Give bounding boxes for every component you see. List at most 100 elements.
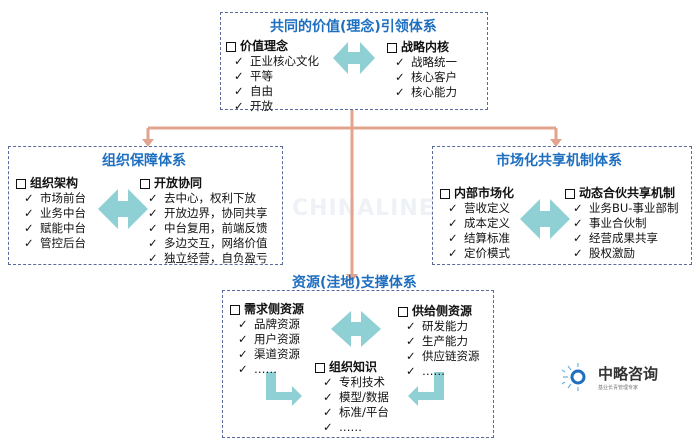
list-item: 业务中台 xyxy=(40,206,86,220)
list-item: 管控后台 xyxy=(40,236,86,250)
double-arrow-left xyxy=(98,189,148,229)
arrowhead-right xyxy=(550,139,562,147)
check-icon: ✓ xyxy=(24,191,34,205)
check-icon: ✓ xyxy=(448,246,458,260)
check-icon: ✓ xyxy=(24,206,34,220)
checkbox-icon xyxy=(387,42,397,53)
checkbox-icon xyxy=(16,178,26,189)
list-item: 赋能中台 xyxy=(40,221,86,235)
group-heading: 供给侧资源 xyxy=(412,304,473,318)
org-support-title: 组织保障体系 xyxy=(102,153,186,169)
list-item: 核心客户 xyxy=(411,70,457,84)
check-icon: ✓ xyxy=(395,70,405,84)
market-sharing-box xyxy=(432,146,692,265)
check-icon: ✓ xyxy=(234,54,244,68)
internal-market-group: 内部市场化 ✓营收定义 ✓成本定义 ✓结算标准 ✓定价模式 xyxy=(440,186,514,261)
checkbox-icon xyxy=(230,304,240,315)
group-heading: 开放协同 xyxy=(154,176,203,190)
list-item: 自由 xyxy=(250,84,273,98)
list-item: 品牌资源 xyxy=(254,317,300,331)
group-heading: 战略内核 xyxy=(401,40,450,54)
list-item: 经营成果共享 xyxy=(589,231,658,245)
list-item: 生产能力 xyxy=(422,334,468,348)
check-icon: ✓ xyxy=(148,251,158,265)
sunburst-logo-icon xyxy=(562,363,586,391)
list-item: 独立经营，自负盈亏 xyxy=(164,251,268,265)
list-item: 事业合伙制 xyxy=(589,216,647,230)
list-item: 中台复用，前端反馈 xyxy=(164,221,268,235)
checkbox-icon xyxy=(226,41,236,52)
check-icon: ✓ xyxy=(406,334,416,348)
check-icon: ✓ xyxy=(406,364,416,378)
check-icon: ✓ xyxy=(238,317,248,331)
list-item: 正业核心文化 xyxy=(250,54,319,68)
check-icon: ✓ xyxy=(234,99,244,113)
check-icon: ✓ xyxy=(238,347,248,361)
resource-support-box xyxy=(222,290,494,438)
checkbox-icon xyxy=(315,362,325,373)
watermark: CHINALINE xyxy=(292,196,435,221)
list-item: 多边交互，网络价值 xyxy=(164,236,268,250)
checkbox-icon xyxy=(140,178,150,189)
list-item: 营收定义 xyxy=(464,201,510,215)
value-system-box xyxy=(220,12,488,110)
check-icon: ✓ xyxy=(234,84,244,98)
check-icon: ✓ xyxy=(448,216,458,230)
list-item: …… xyxy=(422,364,445,378)
check-icon: ✓ xyxy=(448,201,458,215)
check-icon: ✓ xyxy=(573,231,583,245)
check-icon: ✓ xyxy=(24,236,34,250)
check-icon: ✓ xyxy=(234,69,244,83)
list-item: …… xyxy=(254,362,277,376)
check-icon: ✓ xyxy=(323,375,333,389)
list-item: 研发能力 xyxy=(422,319,468,333)
checkbox-icon xyxy=(398,306,408,317)
check-icon: ✓ xyxy=(148,206,158,220)
check-icon: ✓ xyxy=(323,405,333,419)
list-item: …… xyxy=(339,420,362,434)
check-icon: ✓ xyxy=(573,216,583,230)
check-icon: ✓ xyxy=(323,420,333,434)
check-icon: ✓ xyxy=(148,191,158,205)
org-knowledge-group: 组织知识 ✓专利技术 ✓模型/数据 ✓标准/平台 ✓…… xyxy=(315,360,389,435)
list-item: 渠道资源 xyxy=(254,347,300,361)
open-collab-group: 开放协同 ✓去中心，权利下放 ✓开放边界，协同共享 ✓中台复用，前端反馈 ✓多边… xyxy=(140,176,268,266)
check-icon: ✓ xyxy=(395,85,405,99)
group-heading: 需求侧资源 xyxy=(244,302,305,316)
list-item: 供应链资源 xyxy=(422,349,480,363)
bend-arrow-left xyxy=(266,372,302,406)
list-item: 市场前台 xyxy=(40,191,86,205)
double-arrow-bottom xyxy=(331,311,381,347)
value-system-title: 共同的价值(理念)引领体系 xyxy=(270,19,437,35)
check-icon: ✓ xyxy=(573,246,583,260)
arrowhead-bottom xyxy=(346,274,358,282)
group-heading: 内部市场化 xyxy=(454,186,515,200)
list-item: 股权激励 xyxy=(589,246,635,260)
bend-arrow-right xyxy=(408,372,444,406)
group-heading: 动态合伙共享机制 xyxy=(579,186,676,200)
check-icon: ✓ xyxy=(24,221,34,235)
check-icon: ✓ xyxy=(395,55,405,69)
double-arrow-right xyxy=(520,199,570,239)
org-support-box xyxy=(8,146,283,265)
logo-tagline: 基业长青管理专家 xyxy=(598,385,639,391)
list-item: 开放边界，协同共享 xyxy=(164,206,268,220)
supply-resource-group: 供给侧资源 ✓研发能力 ✓生产能力 ✓供应链资源 ✓…… xyxy=(398,304,480,379)
checkbox-icon xyxy=(440,188,450,199)
org-structure-group: 组织架构 ✓市场前台 ✓业务中台 ✓赋能中台 ✓管控后台 xyxy=(16,176,86,251)
check-icon: ✓ xyxy=(238,362,248,376)
group-heading: 组织知识 xyxy=(329,360,378,374)
check-icon: ✓ xyxy=(448,231,458,245)
arrowhead-left xyxy=(142,139,154,147)
check-icon: ✓ xyxy=(148,221,158,235)
list-item: 标准/平台 xyxy=(339,405,389,419)
list-item: 结算标准 xyxy=(464,231,510,245)
check-icon: ✓ xyxy=(573,201,583,215)
list-item: 专利技术 xyxy=(339,375,385,389)
list-item: 模型/数据 xyxy=(339,390,389,404)
dynamic-partner-group: 动态合伙共享机制 ✓业务BU-事业部制 ✓事业合伙制 ✓经营成果共享 ✓股权激励 xyxy=(565,186,678,261)
list-item: 核心能力 xyxy=(411,85,457,99)
company-logo: 中略咨询 基业长青管理专家 xyxy=(562,362,658,392)
resource-support-title: 资源(洼地)支撑体系 xyxy=(292,275,417,291)
check-icon: ✓ xyxy=(406,349,416,363)
